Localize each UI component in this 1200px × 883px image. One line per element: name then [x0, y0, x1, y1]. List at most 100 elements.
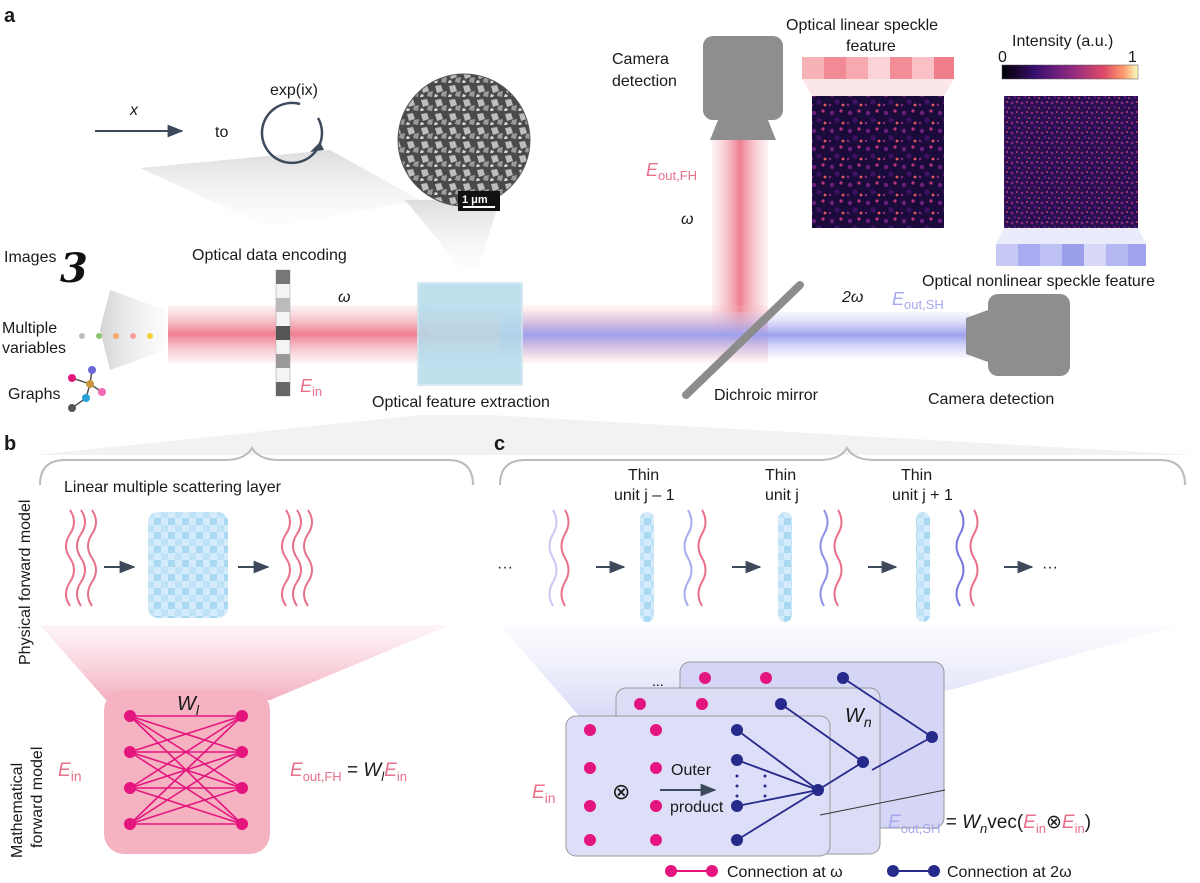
connection-line: [129, 715, 243, 753]
output-node: [236, 782, 248, 794]
ellipsis-left: ···: [497, 559, 513, 576]
legend-2omega: [887, 865, 940, 877]
exp-label: exp(ix): [270, 82, 318, 99]
unit-next-label-1: Thin: [901, 467, 932, 484]
sem-image: [397, 73, 531, 207]
e-in-label-b: Ein: [58, 760, 82, 784]
panel-c-label: c: [494, 433, 505, 455]
connection-line: [129, 787, 243, 825]
e-in-label-c: Ein: [532, 782, 556, 806]
network-c: [584, 672, 938, 846]
input-node: [584, 724, 596, 736]
math-model-label-1: Mathematical: [9, 763, 26, 858]
images-label: Images: [4, 249, 56, 266]
output-node: [731, 834, 743, 846]
connection-line: [736, 759, 819, 791]
connection-line: [736, 789, 819, 841]
output-node: [731, 724, 743, 736]
encoding-mask: [275, 269, 291, 397]
thin-units: [640, 512, 930, 622]
output-node: [731, 800, 743, 812]
sum-node: [812, 784, 824, 796]
output-node: [731, 754, 743, 766]
input-node: [760, 672, 772, 684]
beam-omega-input: [168, 305, 428, 363]
input-node: [584, 834, 596, 846]
graphs-label: Graphs: [8, 386, 60, 403]
ellipsis-dot: [763, 794, 767, 798]
e-in-label-a: Ein: [300, 376, 322, 399]
unit-cur-label-2: unit j: [765, 487, 799, 504]
w-n-label: Wn: [845, 705, 872, 730]
equation-c: Eout,SH = Wnvec(Ein⊗Ein): [888, 811, 1091, 836]
ellipsis-dot: [763, 774, 767, 778]
ellipsis-dot: [735, 784, 739, 788]
linear-speckle-label-2: feature: [846, 38, 896, 55]
input-node: [584, 800, 596, 812]
math-model-label-2: forward model: [29, 747, 46, 848]
camera-right-icon: [966, 294, 1070, 376]
input-node: [696, 698, 708, 710]
omega-label-left: ω: [338, 289, 350, 306]
camera-right-label: Camera detection: [928, 391, 1054, 408]
scattering-medium: [417, 282, 523, 386]
connection-line: [129, 715, 243, 789]
input-node: [124, 818, 136, 830]
input-node: [124, 710, 136, 722]
omega-label-up: ω: [681, 211, 693, 228]
nonlinear-speckle-image: [1004, 96, 1138, 228]
camera-top-label-1: Camera: [612, 51, 669, 68]
nonlinear-speckle-label: Optical nonlinear speckle feature: [922, 273, 1155, 290]
nonlinear-feature-link: [996, 228, 1146, 244]
network-b: [124, 710, 248, 830]
intensity-colorbar: [1001, 64, 1139, 80]
unit-prev-label-2: unit j – 1: [614, 487, 675, 504]
waves-c: [548, 509, 979, 607]
input-node: [699, 672, 711, 684]
outer-product-label-2: product: [670, 799, 724, 816]
dichroic-mirror-label: Dichroic mirror: [714, 387, 819, 404]
e-out-fh-label-a: Eout,FH: [646, 160, 697, 183]
scale-bar-text: 1 μm: [462, 194, 488, 206]
phase-arrowhead: [310, 142, 324, 152]
extraction-fan: [36, 415, 1195, 455]
variables-label: variables: [2, 340, 66, 357]
optical-feature-extraction-label: Optical feature extraction: [372, 394, 550, 411]
intensity-title: Intensity (a.u.): [1012, 33, 1113, 50]
intensity-max: 1: [1128, 49, 1137, 66]
legend-omega-label: Connection at ω: [727, 864, 843, 881]
legend-2omega-label: Connection at 2ω: [947, 864, 1072, 881]
dichroic-mirror: [682, 281, 804, 399]
e-out-sh-label-a: Eout,SH: [892, 289, 944, 312]
unit-cur-label-1: Thin: [765, 467, 796, 484]
to-label: to: [215, 124, 228, 141]
digit-three-image: 3: [60, 245, 88, 292]
fan-to-matrix-b: [40, 625, 450, 700]
ellipsis-dot: [735, 774, 739, 778]
encoding-callout-fan: [140, 150, 420, 228]
variable-dots: [79, 333, 153, 339]
bracket-line: [819, 789, 946, 816]
panel-b-brace: [39, 446, 474, 486]
nonlinear-feature-bar: [996, 244, 1146, 266]
connection-line: [736, 729, 819, 791]
connection-line: [780, 703, 864, 763]
equation-b: Eout,FH = WlEin: [290, 760, 407, 784]
output-node: [236, 710, 248, 722]
input-fan: [100, 290, 165, 370]
connection-line: [871, 736, 933, 771]
input-node: [124, 746, 136, 758]
linear-layer-label: Linear multiple scattering layer: [64, 479, 282, 496]
legend-omega: [665, 865, 718, 877]
output-waves-b: [281, 509, 313, 607]
ellipsis-dot: [735, 794, 739, 798]
x-label: x: [129, 102, 139, 119]
panel-a-label: a: [4, 5, 16, 27]
panel-b-label: b: [4, 433, 16, 455]
output-node: [236, 746, 248, 758]
matrix-card-front: [565, 715, 831, 857]
linear-speckle-label-1: Optical linear speckle: [786, 17, 938, 34]
two-omega-label: 2ω: [841, 289, 863, 306]
input-node: [650, 762, 662, 774]
